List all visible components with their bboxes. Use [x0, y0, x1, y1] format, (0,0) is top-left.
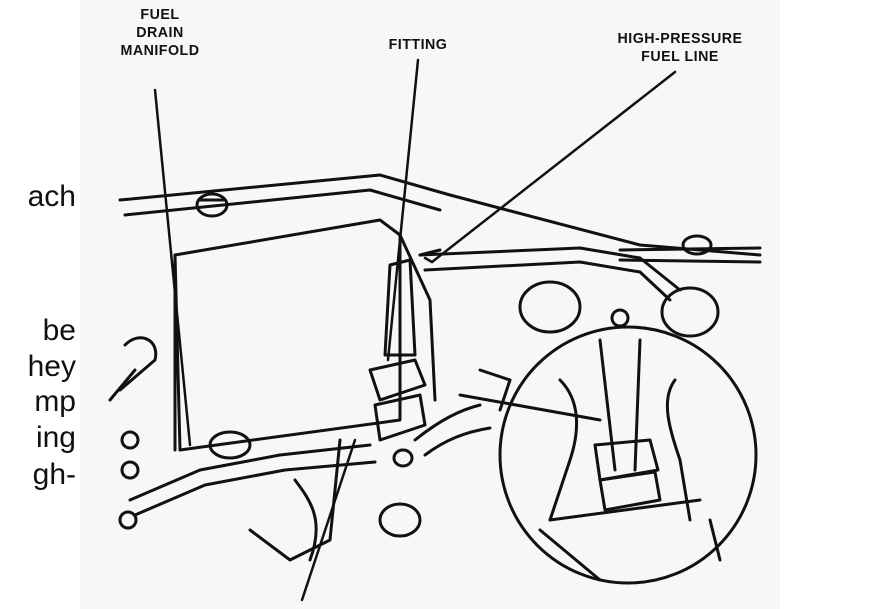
slide-text-line-1: ach [27, 180, 76, 213]
fuel-drain-manifold-label-line-1: FUEL [140, 6, 180, 23]
engine-diagram: FUEL DRAIN MANIFOLD FITTING HIGH-PRESSUR… [80, 0, 780, 609]
fuel-drain-manifold-label-line-2: DRAIN [136, 24, 184, 41]
high-pressure-fuel-line-label: HIGH-PRESSURE FUEL LINE [590, 30, 771, 66]
slide-text-line-3: hey [27, 350, 76, 383]
fitting-label: FITTING [371, 36, 466, 54]
slide-text-line-4: mp [34, 385, 76, 418]
slide-text-line-6: gh- [32, 458, 76, 491]
fuel-drain-manifold-label-line-3: MANIFOLD [120, 42, 200, 59]
cropped-slide-text: ach be hey mp ing gh- [0, 0, 80, 609]
slide-text-line-5: ing [35, 421, 76, 454]
engine-drawing [108, 58, 762, 602]
high-pressure-fuel-line-label-line-2: FUEL LINE [641, 48, 719, 65]
high-pressure-fuel-line-label-line-1: HIGH-PRESSURE [617, 30, 743, 47]
fuel-drain-manifold-label: FUEL DRAIN MANIFOLD [108, 6, 213, 60]
slide-text-line-2: be [42, 314, 76, 347]
fitting-label-line-1: FITTING [388, 36, 448, 53]
